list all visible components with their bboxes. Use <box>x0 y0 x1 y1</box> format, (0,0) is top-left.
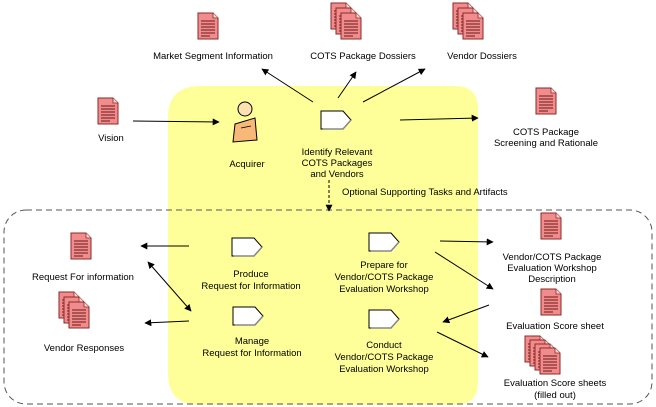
identify-task-label-3: and Vendors <box>310 169 364 180</box>
workshop-description-label-1: Vendor/COTS Package <box>503 252 602 263</box>
conduct-task-label-2: Vendor/COTS Package <box>335 352 434 363</box>
vision-label: Vision <box>98 133 124 144</box>
document-icon <box>540 212 562 240</box>
person-icon <box>232 101 258 143</box>
identify-task-label-1: Identify Relevant <box>302 147 373 158</box>
manage-task-label-2: Request for Information <box>202 348 301 359</box>
market-segment-label: Market Segment Information <box>153 51 273 62</box>
conduct-task-label-1: Conduct <box>366 340 402 351</box>
screening-label-2: Screening and Rationale <box>494 138 598 149</box>
document-icon <box>340 12 362 40</box>
produce-task-label-1: Produce <box>233 269 268 280</box>
document-icon <box>68 301 90 329</box>
prepare-task-label-3: Evaluation Workshop <box>339 284 429 295</box>
manage-task-label-1: Manage <box>235 336 269 347</box>
identify-task-label-2: COTS Packages <box>302 158 373 169</box>
score-sheet-label: Evaluation Score sheet <box>506 321 604 332</box>
conduct-task-label-3: Evaluation Workshop <box>339 364 429 375</box>
cots-dossiers-label: COTS Package Dossiers <box>310 51 416 62</box>
optional-tasks-label: Optional Supporting Tasks and Artifacts <box>342 187 508 198</box>
vendor-responses-label: Vendor Responses <box>44 343 125 354</box>
connector-arrows <box>132 68 494 358</box>
document-icon <box>462 12 484 40</box>
prepare-task-label-2: Vendor/COTS Package <box>335 272 434 283</box>
document-icon <box>197 12 219 40</box>
vendor-dossiers-label: Vendor Dossiers <box>447 51 517 62</box>
produce-task-label-2: Request for Information <box>201 281 300 292</box>
document-icon <box>70 232 92 260</box>
workshop-description-label-2: Evaluation Workshop <box>507 263 597 274</box>
score-sheets-filled-label-2: (filled out) <box>534 390 576 401</box>
score-sheets-filled-label-1: Evaluation Score sheets <box>504 378 607 389</box>
prepare-task-label-1: Prepare for <box>360 260 408 271</box>
screening-label-1: COTS Package <box>513 127 579 138</box>
acquirer-label: Acquirer <box>229 159 264 170</box>
workshop-description-label-3: Description <box>528 274 576 285</box>
document-icon <box>535 87 557 115</box>
document-icon <box>539 347 561 375</box>
document-icon <box>540 288 562 316</box>
document-icon <box>97 97 119 125</box>
request-for-information-label: Request For information <box>32 272 134 283</box>
